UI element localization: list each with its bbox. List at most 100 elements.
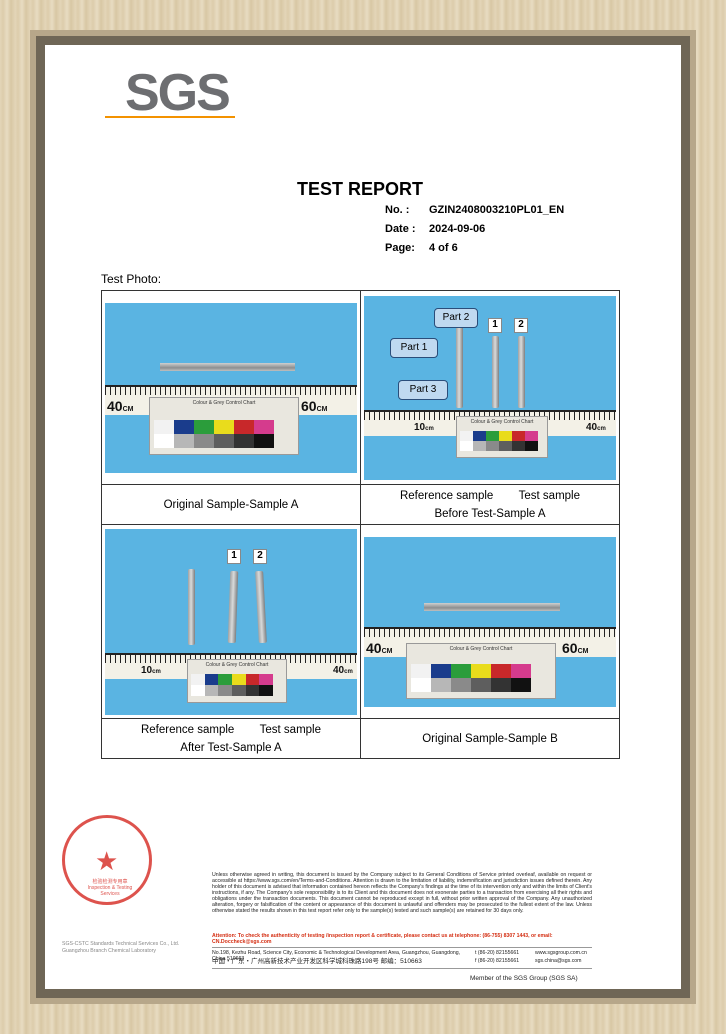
lab-line-2: Guangzhou Branch Chemical Laboratory: [62, 948, 157, 954]
report-page: SGS TEST REPORT No. :GZIN2408003210PL01_…: [45, 45, 681, 989]
colour-swatch: [259, 673, 274, 685]
footer-divider-2: [212, 968, 592, 969]
colour-swatch: [204, 673, 219, 685]
caption-cell-2: Reference sample Test sample Before Test…: [360, 484, 620, 525]
colour-swatch: [254, 419, 274, 434]
ruler-label-left: 40CM: [366, 639, 393, 656]
grey-swatch: [431, 677, 451, 692]
callout-part-1: Part 1: [390, 337, 438, 358]
caption-line: Original Sample-Sample B: [422, 732, 558, 745]
colour-swatch: [214, 419, 234, 434]
colour-swatch: [194, 419, 214, 434]
disclaimer-text: Unless otherwise agreed in writing, this…: [212, 872, 592, 914]
grey-swatch: [511, 677, 531, 692]
reference-tube: [456, 325, 463, 408]
star-icon: ★: [95, 846, 119, 876]
grey-swatch: [245, 684, 260, 696]
photo-table: 40CM 60CM Colour & Grey Control Chart 1: [101, 290, 620, 759]
callout-part-2: Part 2: [434, 307, 478, 328]
swatch-row-bottom: [460, 440, 538, 451]
colour-chart: Colour & Grey Control Chart: [149, 396, 299, 455]
tag-2: 2: [253, 548, 267, 564]
grey-swatch: [234, 433, 254, 448]
grey-swatch: [218, 684, 233, 696]
grey-swatch: [254, 433, 274, 448]
caption-line: Reference sample Test sample: [399, 489, 581, 502]
photo-cell-3: 1 2 10cm 40cm Colour & Grey Control Char…: [101, 524, 361, 719]
grey-swatch: [259, 684, 274, 696]
photo-cell-2: 1 2 Part 2 Part 1 Part 3 10cm 40cm Colou…: [360, 290, 620, 485]
test-photo-label: Test Photo:: [101, 272, 162, 286]
photo-before-test-a: 1 2 Part 2 Part 1 Part 3 10cm 40cm Colou…: [364, 295, 616, 480]
colour-swatch: [154, 419, 174, 434]
grey-swatch: [473, 440, 486, 451]
caption-cell-1: Original Sample-Sample A: [101, 484, 361, 525]
swatch-row-top: [154, 419, 274, 434]
tag-1: 1: [227, 548, 241, 564]
colour-swatch: [512, 430, 525, 441]
test-tube-2: [255, 570, 267, 643]
sample-bar: [160, 362, 295, 371]
report-number: No. :GZIN2408003210PL01_EN: [385, 204, 565, 216]
callout-part-3: Part 3: [398, 379, 448, 400]
colour-chart: Colour & Grey Control Chart: [187, 658, 287, 703]
fax: f (86-20) 82155661: [475, 958, 520, 964]
colour-swatch: [473, 430, 486, 441]
swatch-row-top: [411, 663, 531, 678]
grey-swatch: [491, 677, 511, 692]
ruler-label-right: 40cm: [586, 421, 606, 433]
address-cn: 中国・广东・广州高新技术产业开发区科学城科珠路198号 邮编：510663: [212, 958, 422, 965]
caption-cell-3: Reference sample Test sample After Test-…: [101, 718, 361, 759]
grey-swatch: [525, 440, 538, 451]
colour-swatch: [451, 663, 471, 678]
photo-original-sample-b: 40CM 60CM Colour & Grey Control Chart: [364, 536, 616, 707]
caption-cell-4: Original Sample-Sample B: [360, 718, 620, 759]
grey-swatch: [232, 684, 246, 696]
member-line: Member of the SGS Group (SGS SA): [470, 975, 578, 982]
test-tube-1: [492, 335, 499, 408]
caption-line: Reference sample Test sample: [140, 723, 322, 736]
grey-swatch: [154, 433, 174, 448]
swatch-row-bottom: [411, 677, 531, 692]
test-tube-1: [227, 570, 239, 643]
lab-line-1: SGS-CSTC Standards Technical Services Co…: [62, 941, 180, 947]
grey-swatch: [471, 677, 491, 692]
swatch-row-bottom: [191, 684, 274, 696]
colour-swatch: [234, 419, 254, 434]
caption-line: Before Test-Sample A: [434, 507, 546, 520]
colour-swatch: [218, 673, 233, 685]
report-page-number: Page:4 of 6: [385, 242, 458, 254]
swatch-row-top: [191, 673, 274, 685]
caption-line: After Test-Sample A: [180, 741, 282, 754]
photo-original-sample-a: 40CM 60CM Colour & Grey Control Chart: [105, 302, 357, 473]
telephone: t (86-20) 82155661: [475, 950, 520, 956]
photo-cell-1: 40CM 60CM Colour & Grey Control Chart: [101, 290, 361, 485]
attention-text: Attention: To check the authenticity of …: [212, 933, 553, 945]
ruler-label-right: 40cm: [333, 664, 353, 676]
grey-swatch: [194, 433, 214, 448]
grey-swatch: [214, 433, 234, 448]
grey-swatch: [191, 684, 205, 696]
photo-cell-4: 40CM 60CM Colour & Grey Control Chart: [360, 524, 620, 719]
swatch-row-bottom: [154, 433, 274, 448]
grey-swatch: [486, 440, 499, 451]
grey-swatch: [451, 677, 471, 692]
sample-bar: [424, 602, 560, 611]
reference-tube: [188, 568, 195, 645]
test-tube-2: [518, 335, 525, 408]
grey-swatch: [499, 440, 512, 451]
colour-swatch: [460, 430, 473, 441]
colour-swatch: [191, 673, 205, 685]
ruler-label-left: 40CM: [107, 397, 134, 414]
colour-swatch: [471, 663, 491, 678]
colour-swatch: [245, 673, 260, 685]
colour-swatch: [525, 430, 538, 441]
colour-swatch: [486, 430, 499, 441]
sgs-logo: SGS: [125, 64, 231, 122]
report-date: Date :2024-09-06: [385, 223, 486, 235]
grey-swatch: [204, 684, 219, 696]
grey-swatch: [411, 677, 431, 692]
tag-2: 2: [514, 317, 528, 333]
ruler-label-right: 60CM: [562, 639, 589, 656]
photo-after-test-a: 1 2 10cm 40cm Colour & Grey Control Char…: [105, 528, 357, 715]
